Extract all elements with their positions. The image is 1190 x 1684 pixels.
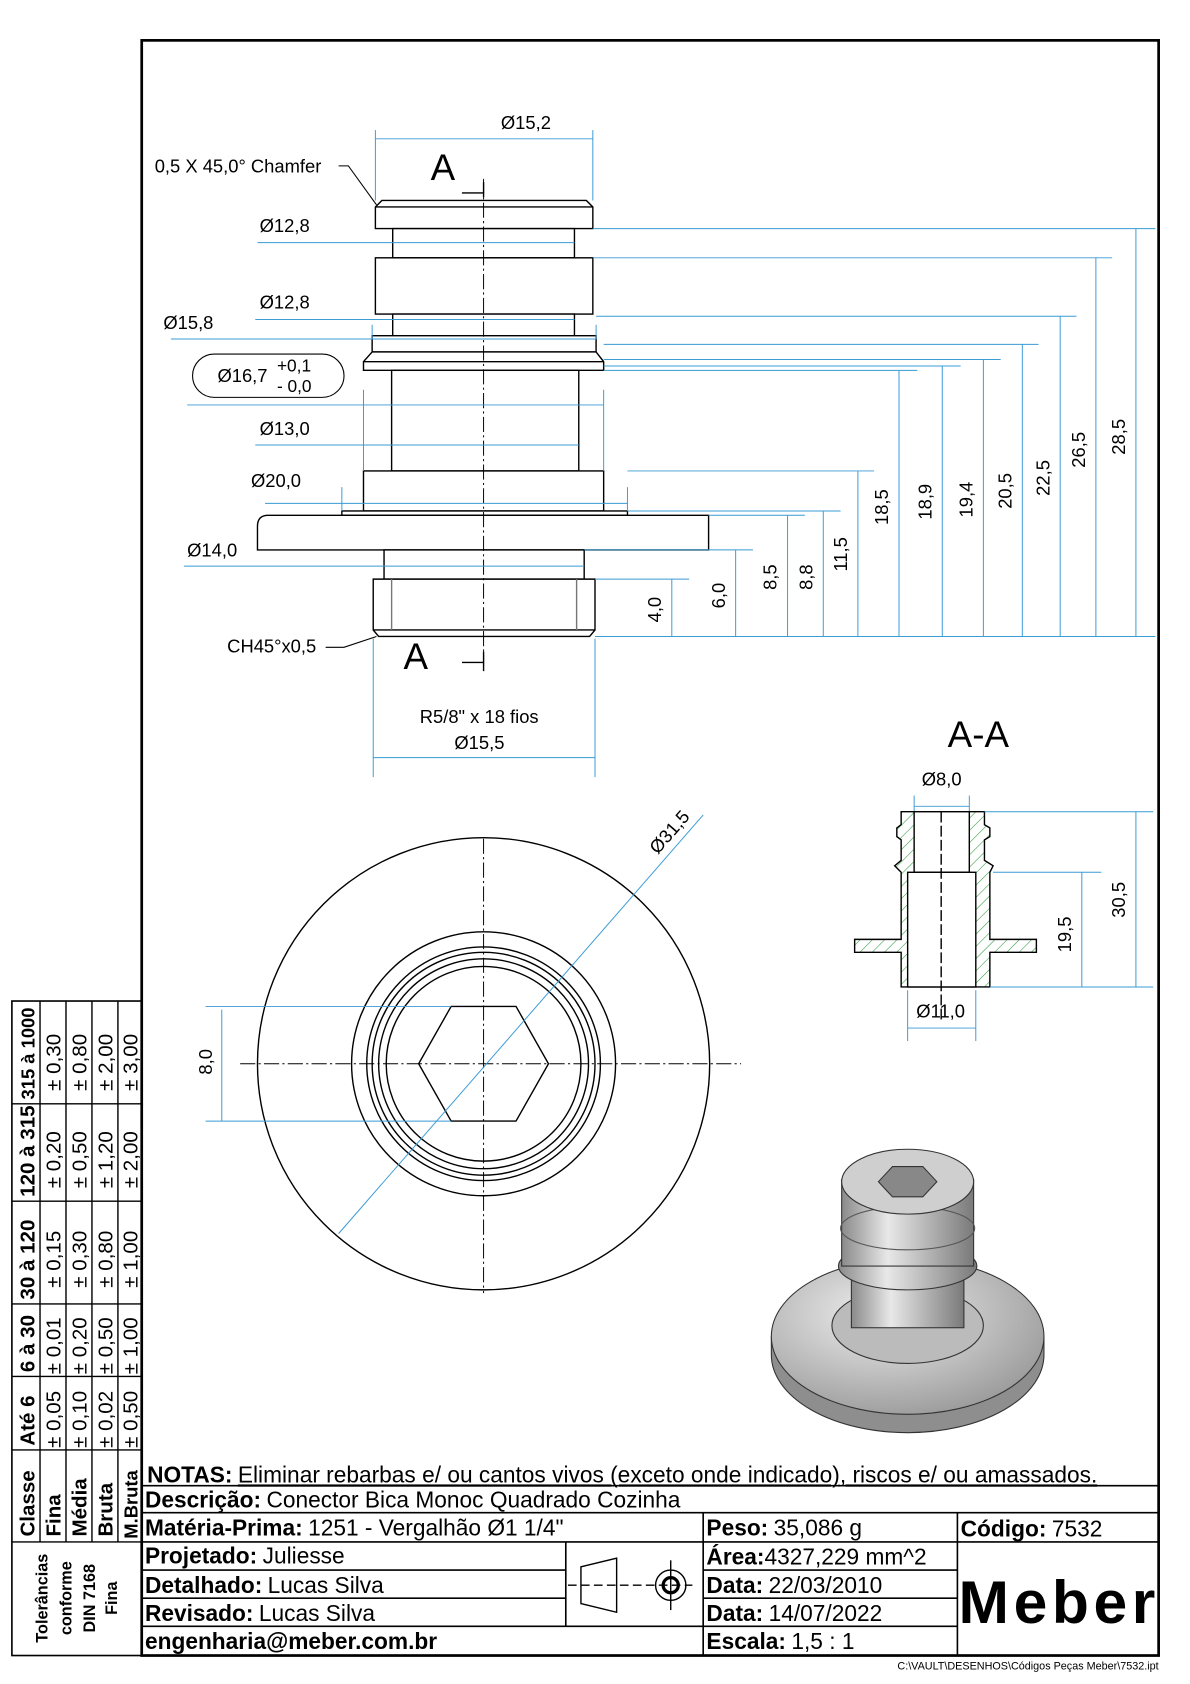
svg-text:Bruta: Bruta [95,1482,118,1536]
svg-text:Ø8,0: Ø8,0 [922,769,962,790]
diameter-dimensions: Ø15,2 0,5 X 45,0° Chamfer Ø12,8 Ø12,8 Ø1… [155,112,628,778]
svg-text:18,9: 18,9 [914,484,935,520]
description: Descrição:Conector Bica Monoc Quadrado C… [145,1486,681,1512]
svg-text:Ø13,0: Ø13,0 [260,418,310,439]
svg-text:20,5: 20,5 [995,473,1016,509]
svg-text:Até 6: Até 6 [17,1395,40,1445]
svg-text:19,5: 19,5 [1054,917,1075,953]
svg-text:22,5: 22,5 [1032,460,1053,496]
svg-text:Ø31,5: Ø31,5 [645,806,694,858]
detailed-by: Detalhado:Lucas Silva [145,1572,384,1598]
svg-text:± 0,30: ± 0,30 [43,1034,66,1091]
svg-text:± 1,20: ± 1,20 [95,1131,118,1188]
svg-text:± 0,01: ± 0,01 [43,1317,66,1374]
date-created: Data:22/03/2010 [706,1572,882,1598]
svg-text:Ø14,0: Ø14,0 [187,539,237,560]
svg-text:± 0,80: ± 0,80 [69,1034,92,1091]
title-block: NOTAS:Eliminar rebarbas e/ ou cantos viv… [141,1461,1159,1656]
projection-symbol-icon [567,1557,693,1614]
tolerance-row-media: Média ± 0,10 ± 0,20 ± 0,30 ± 0,50 ± 0,80 [69,1034,92,1537]
svg-text:4,0: 4,0 [644,597,665,623]
svg-text:19,4: 19,4 [956,482,977,518]
svg-text:DIN 7168: DIN 7168 [81,1564,99,1633]
svg-text:8,0: 8,0 [195,1049,216,1075]
svg-text:6,0: 6,0 [708,583,729,609]
svg-text:8,5: 8,5 [760,564,781,590]
tolerance-table: Classe Até 6 6 à 30 30 à 120 120 à 315 3… [11,1000,143,1657]
svg-text:26,5: 26,5 [1068,432,1089,468]
svg-text:± 0,20: ± 0,20 [43,1131,66,1188]
tolerance-row-m-bruta: M.Bruta ± 0,50 ± 1,00 ± 1,00 ± 2,00 ± 3,… [119,1034,142,1539]
svg-text:CH45°x0,5: CH45°x0,5 [227,636,316,657]
height-dimensions: 4,0 6,0 8,5 8,8 11,5 18,5 18,9 19,4 20,5… [584,228,1156,637]
svg-text:± 0,10: ± 0,10 [69,1391,92,1448]
svg-text:± 0,05: ± 0,05 [43,1391,66,1448]
svg-text:± 0,50: ± 0,50 [95,1317,118,1374]
svg-text:± 0,02: ± 0,02 [95,1391,118,1448]
code: Código:7532 [961,1516,1103,1542]
svg-text:± 1,00: ± 1,00 [119,1317,142,1374]
revised-by: Revisado:Lucas Silva [145,1600,375,1626]
svg-text:A-A: A-A [948,714,1010,755]
svg-text:18,5: 18,5 [871,489,892,525]
top-view: Ø31,5 8,0 [195,806,742,1294]
svg-text:± 0,15: ± 0,15 [43,1231,66,1288]
company-logo: Meber [958,1568,1155,1636]
section-view: A-A Ø8,0 19,5 30,5 Ø11,0 [853,714,1154,1042]
email: engenharia@meber.com.br [145,1628,437,1654]
svg-text:M.Bruta: M.Bruta [120,1470,141,1539]
svg-text:Média: Média [69,1478,92,1537]
date-revised: Data:14/07/2022 [706,1600,882,1626]
svg-text:315 à 1000: 315 à 1000 [18,1008,39,1100]
svg-text:conforme: conforme [57,1561,75,1635]
svg-text:± 2,00: ± 2,00 [119,1131,142,1188]
svg-text:+0,1: +0,1 [277,355,311,375]
svg-text:R5/8" x 18 fios: R5/8" x 18 fios [420,706,539,727]
weight: Peso:35,086 g [706,1514,862,1540]
svg-text:Ø20,0: Ø20,0 [251,470,301,491]
svg-text:± 0,30: ± 0,30 [69,1231,92,1288]
section-mark-top: A [431,147,456,188]
svg-text:± 1,00: ± 1,00 [119,1231,142,1288]
svg-text:120 à 315: 120 à 315 [17,1105,40,1196]
tolerance-row-bruta: Bruta ± 0,02 ± 0,50 ± 0,80 ± 1,20 ± 2,00 [95,1034,118,1537]
svg-text:Ø15,2: Ø15,2 [501,112,551,133]
svg-text:8,8: 8,8 [795,564,816,590]
svg-text:11,5: 11,5 [830,537,851,571]
isometric-render [770,1148,1045,1434]
svg-text:Tolerâncias: Tolerâncias [34,1554,52,1643]
svg-text:± 0,50: ± 0,50 [119,1391,142,1448]
notes: NOTAS:Eliminar rebarbas e/ ou cantos viv… [147,1461,1097,1487]
tolerance-row-fina: Fina ± 0,05 ± 0,01 ± 0,15 ± 0,20 ± 0,30 [43,1034,66,1537]
svg-text:Ø16,7: Ø16,7 [217,365,267,386]
svg-text:± 0,50: ± 0,50 [69,1131,92,1188]
svg-text:30,5: 30,5 [1108,882,1129,918]
section-mark-bottom: A [404,636,429,677]
svg-text:± 3,00: ± 3,00 [119,1034,142,1091]
svg-text:Ø11,0: Ø11,0 [916,1000,965,1021]
drawing-frame [140,39,1160,1657]
designed-by: Projetado:Juliesse [145,1543,345,1569]
file-path: C:\VAULT\DESENHOS\Códigos Peças Meber\75… [897,1661,1158,1673]
front-view [256,178,710,666]
svg-text:0,5 X 45,0° Chamfer: 0,5 X 45,0° Chamfer [155,155,322,176]
svg-text:± 0,80: ± 0,80 [95,1231,118,1288]
svg-text:Fina: Fina [43,1494,66,1537]
svg-text:Fina: Fina [103,1581,121,1615]
svg-text:28,5: 28,5 [1108,419,1129,455]
svg-text:30 à 120: 30 à 120 [17,1220,40,1300]
area: Área:4327,229 mm^2 [706,1544,926,1570]
svg-text:Ø15,8: Ø15,8 [163,312,213,333]
svg-text:Classe: Classe [17,1470,40,1536]
material: Matéria-Prima:1251 - Vergalhão Ø1 1/4" [145,1514,564,1540]
svg-text:- 0,0: - 0,0 [277,376,312,396]
svg-text:± 0,20: ± 0,20 [69,1317,92,1374]
svg-text:Ø12,8: Ø12,8 [260,292,310,313]
svg-text:6 à 30: 6 à 30 [17,1315,40,1372]
svg-text:Ø12,8: Ø12,8 [260,215,310,236]
svg-text:Ø15,5: Ø15,5 [454,732,504,753]
scale: Escala:1,5 : 1 [706,1628,854,1654]
svg-text:± 2,00: ± 2,00 [95,1034,118,1091]
